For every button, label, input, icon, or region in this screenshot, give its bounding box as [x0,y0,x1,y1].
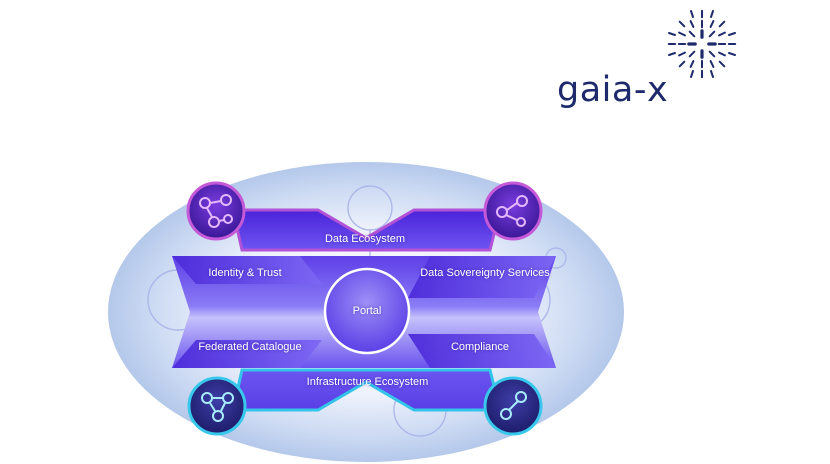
network-node-icon [199,194,233,228]
logo-ray [708,50,716,58]
compliance-label: Compliance [450,341,510,353]
identity-trust-label: Identity & Trust [208,267,282,279]
logo-ray [709,60,715,68]
corner-node-bottom-left [187,376,247,436]
portal-label: Portal [352,305,382,317]
logo-ray [689,20,695,28]
logo-ray [689,60,695,68]
logo-ray [668,32,676,36]
gaia-x-logo-mark-icon [667,9,737,79]
logo-ray [709,20,715,28]
logo-ray [718,31,726,37]
gaia-x-wordmark: gaia-x [557,70,669,110]
network-node-icon [500,391,527,420]
corner-node-top-right [483,181,543,241]
logo-ray [688,30,696,38]
logo-ray [708,30,716,38]
logo-ray [728,52,736,56]
logo-ray [710,10,714,18]
logo-ray [728,32,736,36]
logo-ray [678,60,686,68]
logo-ray [688,50,696,58]
logo-ray [690,70,694,78]
federated-catalogue-label: Federated Catalogue [198,341,302,353]
data-ecosystem-band [231,208,502,252]
logo-ray [678,51,686,57]
logo-ray [718,20,726,28]
compliance-block [408,334,556,368]
data-ecosystem-label: Data Ecosystem [324,233,406,245]
data-sovereignty-block [408,256,556,298]
logo-ray [678,20,686,28]
logo-ray [710,70,714,78]
infrastructure-ecosystem-band [231,368,502,412]
network-node-icon [201,392,234,422]
data-sovereignty-label: Data Sovereignty Services [420,267,550,279]
network-node-icon [496,195,528,227]
logo-ray [678,31,686,37]
infrastructure-ecosystem-label: Infrastructure Ecosystem [306,376,429,388]
corner-node-top-left [186,181,246,241]
federated-catalogue-block [172,340,322,368]
logo-ray [718,51,726,57]
corner-node-bottom-right [483,376,543,436]
logo-ray [690,10,694,18]
logo-ray [718,60,726,68]
logo-ray [668,52,676,56]
portal-circle [323,267,411,355]
identity-trust-block [172,256,322,284]
